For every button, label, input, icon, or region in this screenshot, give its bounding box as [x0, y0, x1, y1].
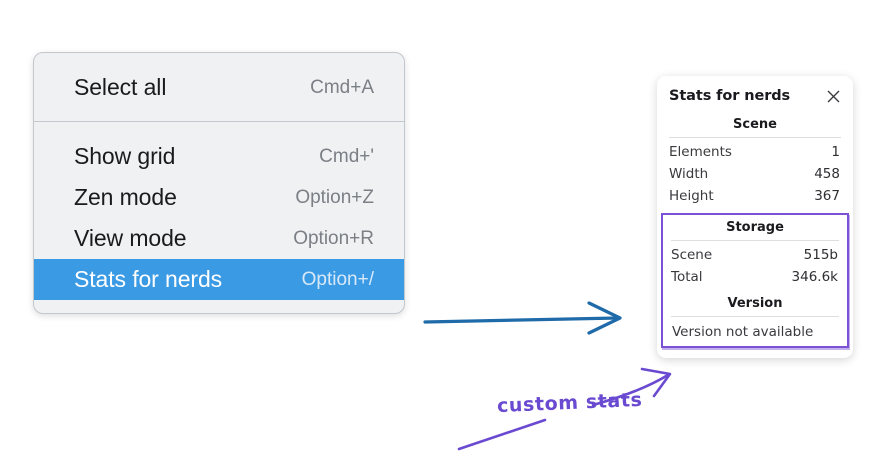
menu-item-select-all[interactable]: Select all Cmd+A — [34, 67, 404, 108]
purple-underline-annotation — [457, 418, 547, 451]
stats-row-key: Scene — [671, 247, 713, 263]
stats-row-value: 1 — [831, 144, 840, 160]
stats-row-key: Width — [669, 166, 709, 182]
scene-divider — [669, 137, 841, 138]
stats-row-elements: Elements 1 — [666, 141, 844, 163]
menu-item-shortcut: Cmd+' — [319, 145, 374, 167]
menu-item-view-mode[interactable]: View mode Option+R — [34, 218, 404, 259]
menu-item-show-grid[interactable]: Show grid Cmd+' — [34, 136, 404, 177]
menu-item-label: Stats for nerds — [74, 266, 223, 292]
menu-item-shortcut: Cmd+A — [310, 76, 374, 98]
storage-divider — [671, 240, 839, 241]
menu-item-shortcut: Option+Z — [295, 186, 374, 208]
scene-section-heading: Scene — [733, 117, 777, 132]
stats-row-value: 346.6k — [791, 269, 838, 285]
menu-item-stats-for-nerds[interactable]: Stats for nerds Option+/ — [34, 259, 404, 300]
version-text: Version not available — [672, 324, 814, 340]
menu-item-shortcut: Option+/ — [301, 268, 374, 290]
menu-item-zen-mode[interactable]: Zen mode Option+Z — [34, 177, 404, 218]
menu-item-label: Zen mode — [74, 184, 177, 210]
menu-item-label: View mode — [74, 225, 187, 251]
stats-row-height: Height 367 — [666, 185, 844, 207]
stats-row-width: Width 458 — [666, 163, 844, 185]
menu-item-label: Show grid — [74, 143, 176, 169]
stats-row-key: Total — [671, 269, 703, 285]
menu-item-label: Select all — [74, 74, 167, 100]
blue-arrow-annotation — [423, 301, 622, 335]
close-icon[interactable] — [824, 87, 842, 105]
stats-row-storage-scene: Scene 515b — [668, 244, 842, 266]
stats-row-value: 458 — [814, 166, 840, 182]
menu-divider — [34, 121, 404, 122]
stats-panel-header: Stats for nerds — [666, 85, 844, 105]
custom-stats-highlight-box: Storage Scene 515b Total 346.6k Version … — [661, 213, 849, 348]
handwritten-annotation-label: custom stats — [496, 388, 643, 418]
version-section-heading: Version — [727, 296, 783, 311]
stats-for-nerds-panel: Stats for nerds Scene Elements 1 Width 4… — [657, 76, 853, 358]
context-menu[interactable]: Select all Cmd+A Show grid Cmd+' Zen mod… — [33, 52, 405, 314]
stats-row-value: 515b — [803, 247, 838, 263]
stats-panel-title: Stats for nerds — [669, 88, 791, 104]
menu-group-1: Select all Cmd+A — [34, 53, 404, 121]
storage-section-heading: Storage — [726, 220, 784, 235]
stats-row-key: Height — [669, 188, 714, 204]
menu-group-2: Show grid Cmd+' Zen mode Option+Z View m… — [34, 122, 404, 313]
stats-row-key: Elements — [669, 144, 732, 160]
stats-row-value: 367 — [814, 188, 840, 204]
stats-row-storage-total: Total 346.6k — [668, 266, 842, 288]
version-divider — [671, 316, 839, 317]
menu-item-shortcut: Option+R — [293, 227, 374, 249]
